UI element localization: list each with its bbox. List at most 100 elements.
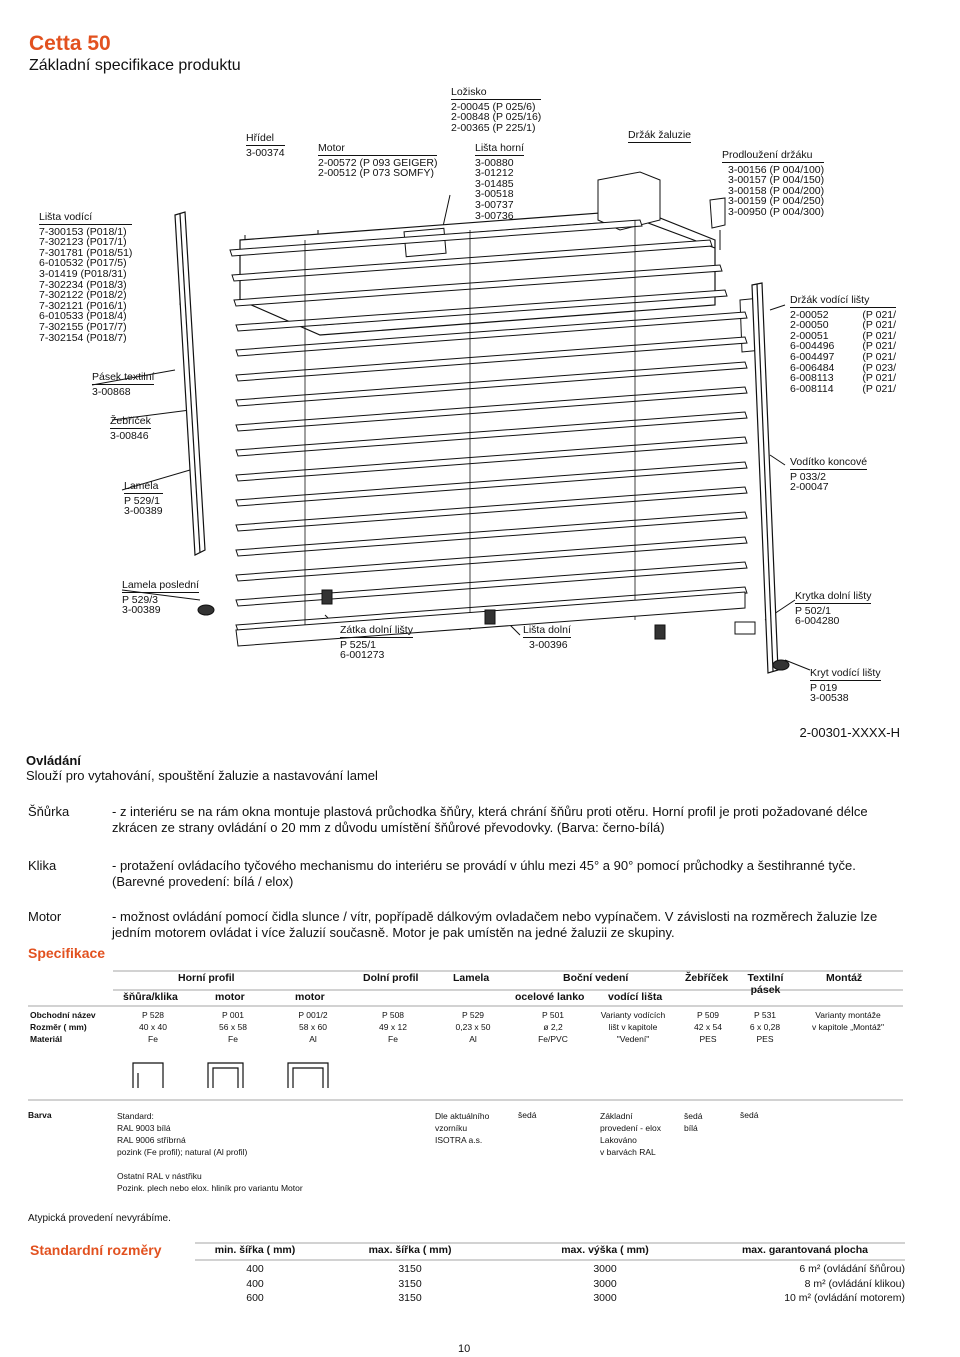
code: 2-00572 (P 093 GEIGER) — [318, 156, 438, 169]
ctrl-label-motor: Motor — [28, 909, 62, 924]
cell: Fe — [228, 1034, 238, 1044]
label-lamela-posledni-title: Lamela poslední — [122, 579, 200, 593]
row-label: Rozměr ( mm) — [30, 1022, 87, 1032]
rozmery-grid — [195, 1242, 905, 1261]
code: 3-00868 — [92, 385, 131, 398]
cell: 42 x 54 — [694, 1022, 722, 1032]
code: 6-004280 — [795, 615, 840, 628]
label-motor: Motor 2-00572 (P 093 GEIGER) 2-00512 (P … — [318, 143, 438, 179]
label-pasek-title: Pásek textilní — [92, 371, 155, 385]
row-label: Materiál — [30, 1034, 63, 1044]
ctrl-text-motor: - možnost ovládání pomocí čidla slunce /… — [112, 909, 878, 940]
rozmery-header: min. šířka ( mm) — [214, 1244, 296, 1256]
code: 6-008114 — [790, 382, 834, 395]
spec-col: P 001 56 x 58 Fe — [203, 1009, 263, 1045]
code: 7-302234 (P018/3) — [39, 278, 127, 291]
code: 3-00157 (P 004/150) — [728, 174, 825, 187]
spec-col: Varianty vodících lišt v kapitole "Veden… — [593, 1009, 673, 1045]
label-lista-vodici: Lišta vodící 7-300153 (P018/1) 7-302123 … — [39, 212, 133, 344]
rozmery-row: 600 3150 3000 10 m² (ovládání motorem) — [195, 1291, 905, 1306]
spec-header-bocni: Boční vedení — [563, 972, 629, 984]
barva-lista: Základní provedení - elox Lakováno v bar… — [600, 1110, 661, 1158]
cell: P 501 — [541, 1010, 565, 1020]
code: 3-00396 — [529, 638, 568, 651]
spec-header-lamela: Lamela — [453, 972, 490, 984]
code: 3-00950 (P 004/300) — [728, 205, 825, 218]
cell: Varianty vodících — [600, 1010, 666, 1020]
barva-line: pozink (Fe profil); natural (Al profil) — [117, 1147, 248, 1157]
ref: (P 021/ — [862, 382, 897, 395]
spec-col: Varianty montáže v kapitole „Montáž" — [798, 1009, 898, 1033]
label-voditko: Vodítko koncové P 033/2 2-00047 — [790, 457, 868, 493]
barva-lanko: šedá — [518, 1110, 537, 1120]
label-lamela-title: Lamela — [124, 481, 163, 494]
cell: 400 — [246, 1263, 264, 1275]
code: 3-01419 (P018/31) — [39, 267, 127, 280]
code: 6-004496 — [790, 340, 835, 353]
label-zatka: Zátka dolní lišty P 525/1 6-001273 — [340, 625, 413, 661]
barva-line: RAL 9006 stříbrná — [117, 1135, 186, 1145]
label-zebricek: Žebříček 3-00846 — [110, 416, 151, 441]
barva-line: Lakováno — [600, 1135, 637, 1145]
cell: ø 2,2 — [543, 1022, 563, 1032]
ctrl-label-snurka: Šňůrka — [28, 804, 70, 819]
barva-pasek: šedá — [740, 1110, 759, 1120]
label-zebricek-title: Žebříček — [110, 415, 151, 429]
barva-line: šedá — [684, 1111, 703, 1121]
ovladani-subtitle: Slouží pro vytahování, spouštění žaluzie… — [26, 768, 378, 783]
barva-line: v barvách RAL — [600, 1147, 656, 1157]
code: 7-302154 (P018/7) — [39, 331, 127, 344]
spec-sub-lanko: ocelové lanko — [515, 991, 585, 1003]
cell: 8 m² (ovládání klikou) — [804, 1277, 905, 1290]
spec-col: P 529 0,23 x 50 Al — [443, 1009, 503, 1045]
code: 2-00848 (P 025/16) — [451, 111, 542, 124]
code: P 019 — [810, 681, 838, 694]
cell: 3000 — [593, 1292, 617, 1304]
ctrl-text-klika: - protažení ovládacího tyčového mechanis… — [112, 858, 856, 889]
spec-header-pasek: Textilní pásek — [747, 972, 784, 996]
code: 3-00846 — [110, 429, 149, 442]
barva-line: bílá — [684, 1123, 698, 1133]
code: 6-010532 (P017/5) — [39, 257, 127, 270]
cell: P 509 — [696, 1010, 720, 1020]
ovladani-title: Ovládání — [26, 753, 81, 768]
label-drzak-zaluzie-title: Držák žaluzie — [628, 129, 692, 143]
cell: 6 m² (ovládání šňůrou) — [799, 1263, 905, 1275]
rozmery-header-row: min. šířka ( mm) max. šířka ( mm) max. v… — [195, 1244, 905, 1256]
cell: Fe/PVC — [538, 1034, 568, 1044]
code: P 529/1 — [124, 494, 161, 507]
barva-line: provedení - elox — [600, 1123, 661, 1133]
label-drzak-vodici: Držák vodící lišty 2-00052 2-00050 2-000… — [790, 295, 897, 395]
barva-standard: Standard: RAL 9003 bílá RAL 9006 stříbrn… — [117, 1110, 303, 1194]
label-lista-vodici-title: Lišta vodící — [39, 212, 133, 225]
cell: P 001/2 — [298, 1010, 328, 1020]
code: 2-00045 (P 025/6) — [451, 100, 536, 113]
page-title: Cetta 50 — [29, 32, 111, 55]
code: 3-00156 (P 004/100) — [728, 163, 825, 176]
barva-line: Standard: — [117, 1111, 154, 1121]
label-drzak-zaluzie: Držák žaluzie — [628, 129, 692, 145]
cell: lišt v kapitole — [608, 1022, 658, 1032]
spec-sub-lista: vodící lišta — [608, 991, 663, 1003]
row-label: Obchodní název — [30, 1010, 96, 1020]
cell: Al — [309, 1034, 317, 1044]
cell: v kapitole „Montáž" — [812, 1022, 884, 1032]
cell: PES — [756, 1034, 774, 1044]
cell: 56 x 58 — [219, 1022, 247, 1032]
cell: P 508 — [381, 1010, 405, 1020]
cell: 58 x 60 — [299, 1022, 327, 1032]
atypical-note: Atypická provedení nevyrábíme. — [28, 1213, 171, 1224]
spec-col: P 501 ø 2,2 Fe/PVC — [523, 1009, 583, 1045]
barva-line: vzorníku — [435, 1123, 468, 1133]
code: 7-301781 (P018/51) — [39, 246, 133, 259]
code: 3-00518 — [475, 188, 514, 201]
code: 2-00365 (P 225/1) — [451, 121, 536, 134]
rozmery-header: max. garantovaná plocha — [741, 1244, 869, 1256]
spec-table: Horní profil Dolní profil Lamela Boční v… — [28, 968, 908, 1103]
code: P 529/3 — [122, 593, 159, 606]
cell: 0,23 x 50 — [455, 1022, 491, 1032]
code: 6-008113 — [790, 372, 834, 385]
code: 3-00737 — [475, 198, 514, 211]
spec-col: P 531 6 x 0,28 PES — [735, 1009, 795, 1045]
label-krytka: Krytka dolní lišty P 502/1 6-004280 — [795, 591, 872, 628]
